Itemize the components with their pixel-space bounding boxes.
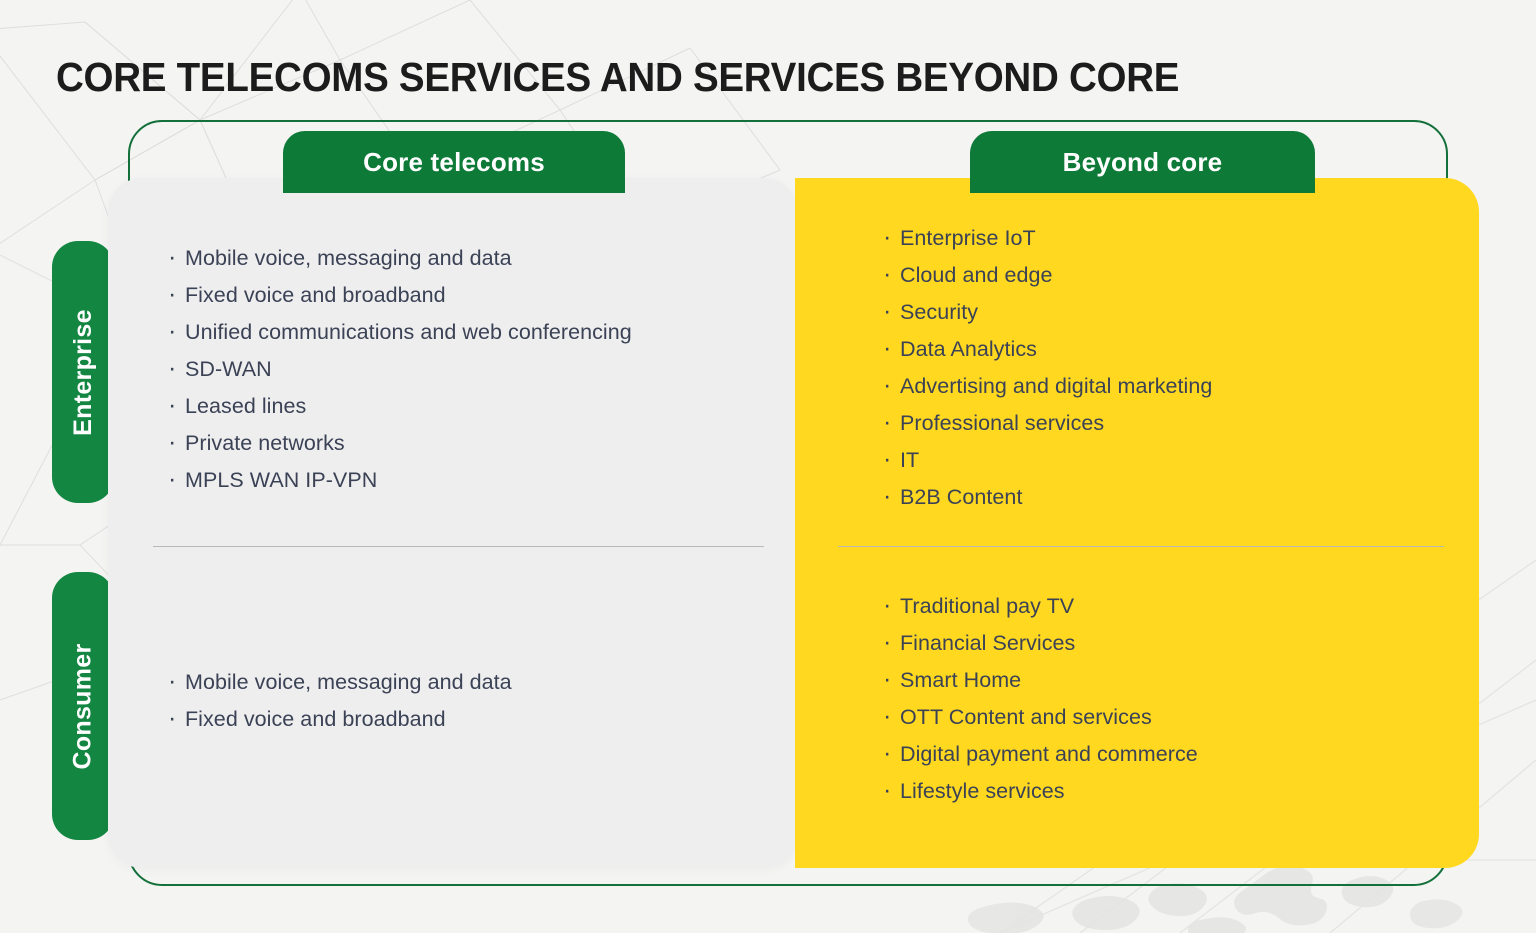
list-item: Enterprise IoT [883, 219, 1463, 257]
core-telecoms-consumer-group: Mobile voice, messaging and dataFixed vo… [168, 663, 768, 738]
list-item: Data Analytics [883, 330, 1463, 368]
list-item: Private networks [168, 424, 768, 462]
list-item: Mobile voice, messaging and data [168, 663, 768, 701]
row-label-enterprise-text: Enterprise [68, 308, 97, 436]
panel-beyond-core: Enterprise IoTCloud and edgeSecurityData… [795, 178, 1479, 868]
list-item: Lifestyle services [883, 772, 1463, 810]
column-header-core-telecoms: Core telecoms [283, 131, 625, 193]
page-title: CORE TELECOMS SERVICES AND SERVICES BEYO… [56, 54, 1180, 100]
core-telecoms-consumer-list: Mobile voice, messaging and dataFixed vo… [168, 663, 768, 738]
list-item: Financial Services [883, 624, 1463, 662]
list-item: Fixed voice and broadband [168, 276, 768, 314]
beyond-core-consumer-group: Traditional pay TVFinancial ServicesSmar… [883, 587, 1463, 810]
column-header-beyond-core-label: Beyond core [1062, 146, 1223, 177]
row-label-consumer-text: Consumer [68, 642, 97, 770]
column-header-beyond-core: Beyond core [970, 131, 1315, 193]
list-item: Cloud and edge [883, 256, 1463, 294]
list-item: Professional services [883, 404, 1463, 442]
list-item: B2B Content [883, 478, 1463, 516]
list-item: Advertising and digital marketing [883, 367, 1463, 405]
beyond-core-enterprise-group: Enterprise IoTCloud and edgeSecurityData… [883, 219, 1463, 516]
divider-beyond-core [838, 546, 1444, 547]
row-label-enterprise: Enterprise [52, 241, 114, 503]
column-header-core-telecoms-label: Core telecoms [363, 146, 545, 177]
list-item: MPLS WAN IP-VPN [168, 461, 768, 499]
list-item: Unified communications and web conferenc… [168, 313, 768, 351]
list-item: Smart Home [883, 661, 1463, 699]
beyond-core-enterprise-list: Enterprise IoTCloud and edgeSecurityData… [883, 219, 1463, 516]
core-telecoms-enterprise-list: Mobile voice, messaging and dataFixed vo… [168, 239, 768, 499]
list-item: Leased lines [168, 387, 768, 425]
list-item: Mobile voice, messaging and data [168, 239, 768, 277]
list-item: OTT Content and services [883, 698, 1463, 736]
core-telecoms-enterprise-group: Mobile voice, messaging and dataFixed vo… [168, 239, 768, 499]
list-item: SD-WAN [168, 350, 768, 388]
list-item: IT [883, 441, 1463, 479]
row-label-consumer: Consumer [52, 572, 114, 840]
list-item: Traditional pay TV [883, 587, 1463, 625]
beyond-core-consumer-list: Traditional pay TVFinancial ServicesSmar… [883, 587, 1463, 810]
divider-core-telecoms [153, 546, 764, 547]
list-item: Fixed voice and broadband [168, 700, 768, 738]
list-item: Security [883, 293, 1463, 331]
list-item: Digital payment and commerce [883, 735, 1463, 773]
panel-core-telecoms: Mobile voice, messaging and dataFixed vo… [108, 178, 798, 868]
